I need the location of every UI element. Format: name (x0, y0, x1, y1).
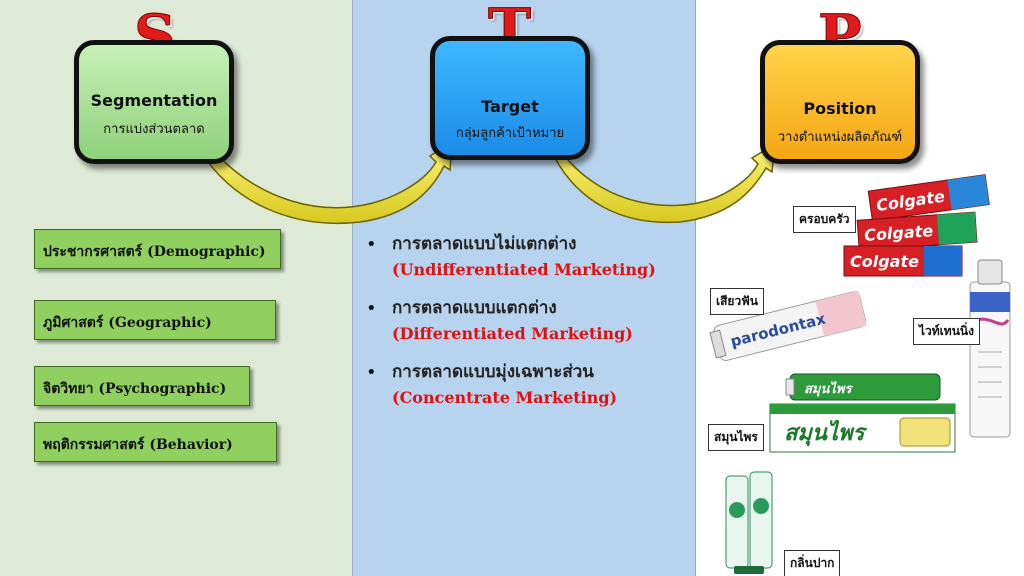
segmentation-box: Segmentation การแบ่งส่วนตลาด (74, 40, 234, 164)
list-item: • การตลาดแบบมุ่งเฉพาะส่วน (Concentrate M… (366, 360, 686, 412)
svg-text:สมุนไพร: สมุนไพร (784, 419, 868, 447)
svg-text:สมุนไพร: สมุนไพร (804, 381, 853, 397)
svg-text:Colgate: Colgate (850, 252, 919, 271)
segment-behavior: พฤติกรรมศาสตร์ (Behavior) (34, 422, 277, 462)
target-title: Target (481, 97, 539, 116)
bullet-icon: • (366, 234, 377, 255)
bullet-icon: • (366, 362, 377, 383)
segmentation-subtitle: การแบ่งส่วนตลาด (103, 122, 205, 137)
strategy-english: (Undifferentiated Marketing) (392, 260, 656, 279)
label-breath: กลิ่นปาก (784, 550, 841, 576)
target-subtitle: กลุ่มลูกค้าเป้าหมาย (455, 126, 565, 141)
target-box: Target กลุ่มลูกค้าเป้าหมาย (430, 36, 590, 160)
strategy-english: (Concentrate Marketing) (392, 388, 618, 407)
breath-tubes-image (725, 471, 773, 574)
position-box: Position วางตำแหน่งผลิตภัณฑ์ (760, 40, 920, 164)
label-sensitive: เสียวฟัน (710, 288, 764, 315)
segmentation-title: Segmentation (90, 91, 218, 110)
bullet-icon: • (366, 298, 377, 319)
label-family: ครอบครัว (793, 206, 856, 233)
whitening-tube-image (969, 259, 1011, 438)
label-herbal: สมุนไพร (708, 424, 764, 451)
colgate-boxes-image: Colgate Colgate Colgate (843, 174, 990, 277)
list-item: • การตลาดแบบแตกต่าง (Differentiated Mark… (366, 296, 686, 348)
svg-text:Colgate: Colgate (864, 221, 934, 245)
parodontax-tube-image: parodontax (709, 290, 867, 361)
segment-geographic: ภูมิศาสตร์ (Geographic) (34, 300, 276, 340)
strategy-thai: การตลาดแบบแตกต่าง (392, 298, 557, 318)
strategy-thai: การตลาดแบบไม่แตกต่าง (392, 234, 577, 254)
strategy-thai: การตลาดแบบมุ่งเฉพาะส่วน (392, 362, 594, 382)
strategy-english: (Differentiated Marketing) (392, 324, 633, 343)
herbal-tubes-image: สมุนไพร สมุนไพร (769, 373, 956, 453)
position-title: Position (803, 99, 877, 118)
target-strategy-list: • การตลาดแบบไม่แตกต่าง (Undifferentiated… (366, 232, 686, 424)
segment-demographic: ประชากรศาสตร์ (Demographic) (34, 229, 281, 269)
label-whitening: ไวท์เทนนิ่ง (913, 318, 980, 345)
list-item: • การตลาดแบบไม่แตกต่าง (Undifferentiated… (366, 232, 686, 284)
segment-psychographic: จิตวิทยา (Psychographic) (34, 366, 250, 406)
position-subtitle: วางตำแหน่งผลิตภัณฑ์ (777, 130, 903, 145)
